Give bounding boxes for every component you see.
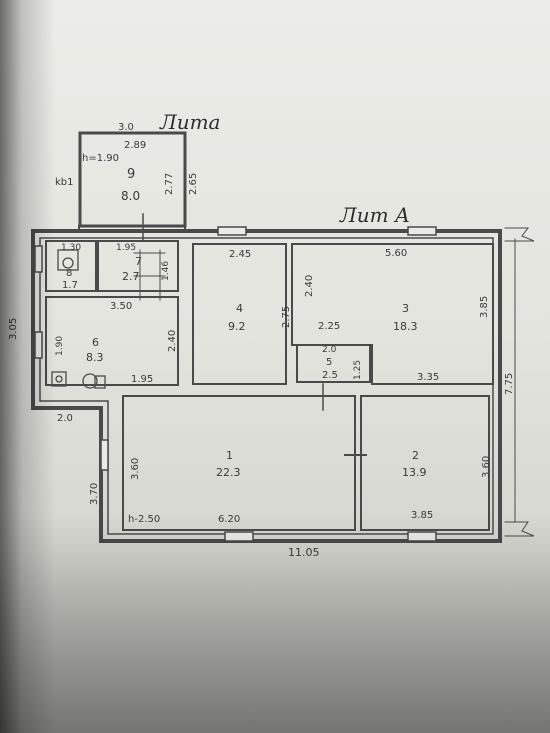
dim-2-0-left: 2.0 xyxy=(57,413,73,424)
room-1-number: 1 xyxy=(226,449,233,462)
annex-side-a: 2.77 xyxy=(164,173,175,195)
dim-1-25: 1.25 xyxy=(353,360,363,380)
break-mark xyxy=(504,521,535,537)
lit-a-small-heading: Лита xyxy=(159,110,220,134)
dim-3-05: 3.05 xyxy=(8,318,19,340)
room-2-number: 2 xyxy=(412,449,419,462)
lit-a-main-heading: Лит А xyxy=(339,203,410,227)
dim-3-60-left: 3.60 xyxy=(130,458,141,480)
dim-3-50: 3.50 xyxy=(110,301,132,312)
dim-2-40-b: 2.40 xyxy=(167,330,178,352)
room-9-number: 9 xyxy=(127,167,135,182)
room-6-number: 6 xyxy=(92,336,99,349)
dim-1-46: 1.46 xyxy=(161,261,171,281)
dim-2-45: 2.45 xyxy=(229,249,251,260)
room-9-area: 8.0 xyxy=(121,189,140,203)
window xyxy=(407,531,437,542)
room-4-area: 9.2 xyxy=(228,320,246,333)
room-4-number: 4 xyxy=(236,302,243,315)
room-7-number: 7 xyxy=(135,255,142,268)
dim-3-35: 3.35 xyxy=(417,372,439,383)
room-3-walls xyxy=(291,243,494,385)
room-2-area: 13.9 xyxy=(402,466,427,479)
room-1-walls xyxy=(122,395,356,531)
dim-3-60-right: 3.60 xyxy=(481,456,492,478)
room-5-area: 2.5 xyxy=(322,370,338,381)
dim-2-75: 2.75 xyxy=(281,306,292,328)
room-5-number: 5 xyxy=(326,357,332,368)
dim-1-95: 1.95 xyxy=(116,243,136,253)
dim-3-70: 3.70 xyxy=(89,483,100,505)
room-6-area: 8.3 xyxy=(86,351,104,364)
room-8-number: 8 xyxy=(66,268,72,279)
annex-side-b: 2.65 xyxy=(188,173,199,195)
dim-2-0: 2.0 xyxy=(322,345,337,355)
dim-1-30: 1.30 xyxy=(61,243,81,253)
stove-icon xyxy=(51,371,67,387)
annex-width-inner: 2.89 xyxy=(124,140,146,151)
window xyxy=(224,531,254,542)
room-8-area: 1.7 xyxy=(62,280,78,291)
dim-1-90: 1.90 xyxy=(55,336,65,356)
window xyxy=(34,245,43,273)
room-3-number: 3 xyxy=(402,302,409,315)
window xyxy=(34,331,43,359)
toilet-icon xyxy=(62,257,74,269)
dim-3-85-right: 3.85 xyxy=(479,296,490,318)
dim-2-25: 2.25 xyxy=(318,321,340,332)
dim-6-20: 6.20 xyxy=(218,514,240,525)
room-3-area: 18.3 xyxy=(393,320,418,333)
window xyxy=(407,226,437,236)
annex-left-mark: kb1 xyxy=(55,177,74,188)
dim-5-60: 5.60 xyxy=(385,248,407,259)
dim-3-85-bottom: 3.85 xyxy=(411,510,433,521)
sink-icon xyxy=(57,249,79,271)
annex-width-top: 3.0 xyxy=(118,122,134,133)
room-1-area: 22.3 xyxy=(216,466,241,479)
window xyxy=(217,226,247,236)
ceiling-height-mark: h-2.50 xyxy=(128,514,160,525)
annex-height-mark: h=1.90 xyxy=(82,153,119,164)
dim-11-05: 11.05 xyxy=(288,546,320,559)
break-mark xyxy=(504,227,535,242)
dim-7-75: 7.75 xyxy=(504,373,515,395)
dim-2-40-a: 2.40 xyxy=(304,275,315,297)
room-7-area: 2.7 xyxy=(122,270,140,283)
window xyxy=(100,439,109,471)
dim-1-95-b: 1.95 xyxy=(131,374,153,385)
